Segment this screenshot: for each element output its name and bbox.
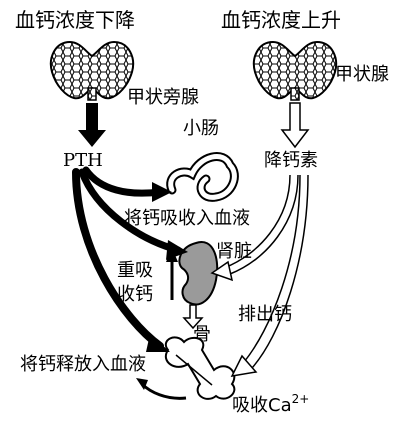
calcitonin-to-kidney-arrow xyxy=(223,174,291,269)
absorb-ca-text: 吸收Ca xyxy=(232,395,292,416)
reabsorb-label-top: 重吸 xyxy=(117,260,153,281)
right-title: 血钙浓度上升 xyxy=(221,8,341,32)
pth-bone-arrowhead xyxy=(146,334,170,352)
pth-arrows xyxy=(72,166,182,350)
left-title: 血钙浓度下降 xyxy=(15,8,135,32)
pth-label: PTH xyxy=(63,150,103,171)
ca-superscript: 2+ xyxy=(292,392,310,406)
right-thyroid-gland xyxy=(253,40,337,101)
parathyroid-label: 甲状旁腺 xyxy=(127,87,199,108)
calcitonin-arrows xyxy=(223,174,309,369)
calcitonin-to-bone-arrow xyxy=(243,174,301,363)
reabsorb-label-bottom: 收钙 xyxy=(117,284,153,305)
absorb-to-blood-label: 将钙吸收入血液 xyxy=(124,208,250,229)
gland-to-pth-arrow xyxy=(78,103,106,147)
gland-to-calcitonin-arrow xyxy=(280,102,310,149)
release-to-blood-label: 将钙释放入血液 xyxy=(20,354,146,375)
intestine-label: 小肠 xyxy=(183,118,219,139)
bone xyxy=(165,336,236,400)
pth-to-intestine-arrow xyxy=(82,166,164,197)
excrete-arrow xyxy=(182,304,204,330)
pth-to-kidney-arrow xyxy=(78,168,182,254)
absorb-ca-label: 吸收Ca2+ xyxy=(232,392,309,416)
kidney-label: 肾脏 xyxy=(216,241,252,262)
bone-release-arrow xyxy=(140,382,187,400)
thyroid-label: 甲状腺 xyxy=(335,64,389,85)
left-thyroid-gland xyxy=(50,40,134,101)
pth-intestine-arrowhead xyxy=(152,182,172,202)
calcitonin-label: 降钙素 xyxy=(264,150,318,171)
pth-to-bone-arrow xyxy=(72,168,164,350)
excrete-label: 排出钙 xyxy=(238,304,292,325)
